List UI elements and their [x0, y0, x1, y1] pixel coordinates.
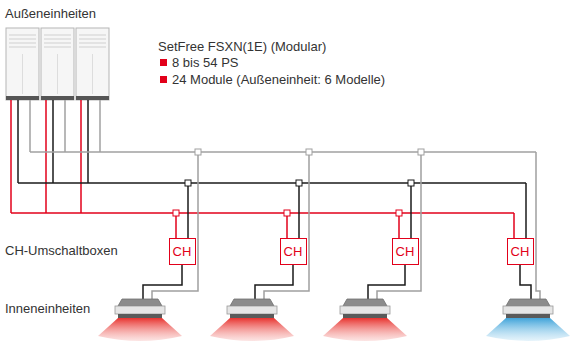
hot-gas-pipe — [45, 100, 47, 213]
indoor-unit-outlet — [118, 314, 162, 318]
grille-line — [44, 39, 71, 40]
liquid-pipe — [52, 100, 54, 183]
indoor-pipe — [255, 265, 293, 299]
label: 8 bis 54 PS — [172, 55, 239, 71]
hot-gas-pipe — [175, 213, 177, 238]
grille-line — [44, 47, 71, 48]
hot-gas-pipe — [513, 213, 515, 238]
indoor-unit-panel — [503, 306, 553, 314]
indoor-unit — [210, 299, 294, 341]
air-stream — [323, 318, 407, 341]
label: 24 Module (Außeneinheit: 6 Modelle) — [172, 72, 385, 88]
outdoor-unit — [76, 28, 109, 100]
label: Außeneinheiten — [5, 6, 96, 22]
branch-joint — [396, 210, 402, 216]
ch-label: CH — [511, 245, 530, 259]
air-stream — [210, 318, 294, 341]
indoor-pipe — [143, 265, 182, 299]
indoor-unit-outlet — [343, 314, 387, 318]
bullet — [160, 76, 167, 83]
liquid-pipe — [18, 182, 526, 184]
grille-line — [79, 47, 106, 48]
hot-gas-pipe — [398, 213, 400, 238]
gas-pipe — [29, 100, 31, 152]
liquid-pipe — [17, 100, 19, 183]
branch-joint — [185, 180, 191, 186]
air-stream — [486, 318, 570, 341]
branch-joint — [306, 149, 312, 155]
grille-line — [79, 43, 106, 44]
indoor-pipe — [520, 265, 531, 299]
grille-line — [44, 43, 71, 44]
air-stream — [98, 318, 182, 341]
indoor-unit — [486, 299, 570, 341]
label: CH-Umschaltboxen — [5, 243, 118, 259]
hot-gas-pipe — [286, 213, 288, 238]
liquid-pipe — [187, 183, 189, 238]
gas-pipe — [264, 152, 309, 299]
grille-line — [9, 47, 36, 48]
outdoor-unit-base — [76, 96, 109, 100]
grille-line — [79, 35, 106, 36]
bullet — [160, 59, 167, 66]
branch-joint — [195, 149, 201, 155]
ch-label: CH — [284, 245, 303, 259]
branch-joint — [173, 210, 179, 216]
indoor-unit-casing — [230, 299, 274, 306]
indoor-unit-casing — [343, 299, 387, 306]
ch-box: CH — [392, 238, 419, 265]
indoor-unit — [98, 299, 182, 341]
hot-gas-pipe — [11, 212, 514, 214]
gas-pipe — [99, 100, 101, 152]
liquid-pipe — [410, 183, 412, 238]
indoor-unit-panel — [340, 306, 390, 314]
grille-line — [9, 35, 36, 36]
gas-pipe — [377, 152, 421, 299]
grille-line — [9, 39, 36, 40]
branch-joint — [418, 149, 424, 155]
hot-gas-pipe — [10, 100, 12, 213]
indoor-unit-outlet — [506, 314, 550, 318]
outdoor-unit-body — [76, 28, 109, 100]
branch-joint — [296, 180, 302, 186]
ch-label: CH — [396, 245, 415, 259]
panel-seam — [22, 54, 23, 94]
ch-box: CH — [280, 238, 307, 265]
gas-pipe — [152, 152, 198, 299]
outdoor-unit-base — [41, 96, 74, 100]
grille-line — [79, 39, 106, 40]
indoor-unit-outlet — [230, 314, 274, 318]
branch-joint — [408, 180, 414, 186]
liquid-pipe — [87, 100, 89, 183]
indoor-unit-casing — [506, 299, 550, 306]
ch-label: CH — [173, 245, 192, 259]
outdoor-unit-base — [6, 96, 39, 100]
gas-pipe — [64, 100, 66, 152]
panel-seam — [92, 54, 93, 94]
ch-box: CH — [169, 238, 196, 265]
gas-pipe — [30, 151, 536, 153]
outdoor-unit-body — [6, 28, 39, 100]
indoor-unit-panel — [227, 306, 277, 314]
grille-line — [9, 43, 36, 44]
panel-seam — [57, 54, 58, 94]
outdoor-unit — [41, 28, 74, 100]
hot-gas-pipe — [80, 100, 82, 213]
liquid-pipe — [298, 183, 300, 238]
ch-box: CH — [507, 238, 534, 265]
gas-pipe — [536, 152, 540, 299]
label: Inneneinheiten — [5, 301, 90, 317]
indoor-unit-casing — [118, 299, 162, 306]
indoor-unit-panel — [115, 306, 165, 314]
outdoor-unit-body — [41, 28, 74, 100]
grille-line — [44, 35, 71, 36]
indoor-pipe — [368, 265, 405, 299]
outdoor-unit — [6, 28, 39, 100]
liquid-pipe — [525, 183, 527, 238]
branch-joint — [284, 210, 290, 216]
indoor-unit — [323, 299, 407, 341]
label: SetFree FSXN(1E) (Modular) — [158, 39, 326, 55]
